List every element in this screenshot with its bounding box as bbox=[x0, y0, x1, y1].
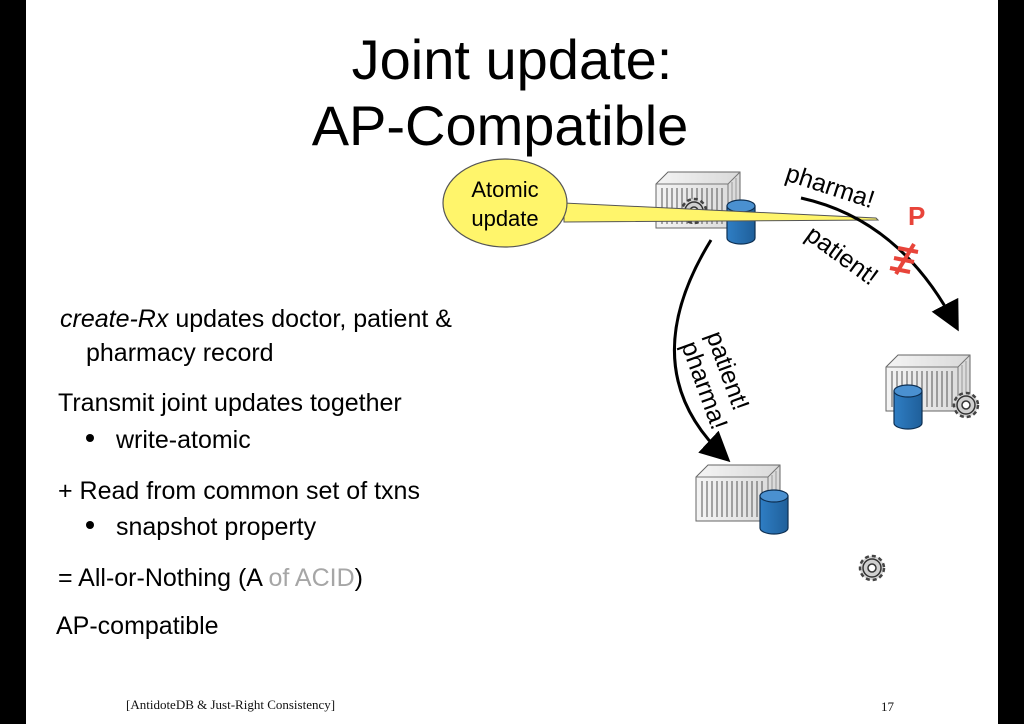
body-line-all-or-nothing: = All-or-Nothing (A of ACID) bbox=[58, 563, 363, 593]
body-line-ap-compatible: AP-compatible bbox=[56, 612, 219, 640]
body-line-transmit: Transmit joint updates together bbox=[58, 389, 402, 417]
database-cylinder-icon bbox=[893, 384, 923, 430]
arrow-icon bbox=[800, 196, 959, 332]
bullet-icon bbox=[86, 521, 94, 530]
slide-title-line-2: AP-Compatible bbox=[311, 94, 689, 157]
atomic-update-callout bbox=[442, 158, 568, 248]
gear-icon bbox=[952, 391, 980, 419]
arrow-label-patient: patient! bbox=[800, 220, 883, 291]
slide: Joint update: AP-Compatible create-Rx up… bbox=[26, 0, 998, 724]
bullet-write-atomic-text: write-atomic bbox=[116, 426, 251, 454]
bullet-write-atomic: write-atomic bbox=[86, 425, 251, 455]
all-or-nothing-text-a: = All-or-Nothing (A bbox=[58, 564, 269, 592]
server-bottom bbox=[695, 464, 789, 535]
database-cylinder-icon bbox=[726, 199, 756, 245]
database-cylinder-icon bbox=[759, 489, 789, 535]
create-rx-term: create-Rx bbox=[60, 305, 169, 333]
gear-icon bbox=[858, 554, 886, 582]
callout-text-line-1: Atomic bbox=[471, 177, 538, 202]
all-or-nothing-text-b: ) bbox=[354, 564, 363, 592]
partition-mark-icon bbox=[889, 242, 919, 276]
body-line-create-rx: create-Rx updates doctor, patient & bbox=[60, 304, 452, 334]
page-number: 17 bbox=[881, 699, 894, 714]
bullet-icon bbox=[86, 434, 94, 443]
body-line-1-text: updates doctor, patient & bbox=[168, 305, 452, 333]
replication-diagram: Atomic update pharma! patient! P patient… bbox=[442, 158, 980, 582]
bullet-snapshot: snapshot property bbox=[86, 512, 316, 542]
slide-title-line-1: Joint update: bbox=[351, 28, 673, 91]
arrow-icon bbox=[672, 239, 731, 463]
of-acid-text: of ACID bbox=[268, 564, 355, 592]
bullet-snapshot-text: snapshot property bbox=[116, 513, 317, 541]
footer-citation: [AntidoteDB & Just-Right Consistency] bbox=[126, 697, 336, 712]
partition-label: P bbox=[908, 201, 925, 231]
callout-text-line-2: update bbox=[471, 206, 538, 231]
body-line-read-common: + Read from common set of txns bbox=[58, 477, 420, 505]
server-right bbox=[885, 354, 980, 430]
body-line-pharmacy-record: pharmacy record bbox=[86, 339, 274, 367]
